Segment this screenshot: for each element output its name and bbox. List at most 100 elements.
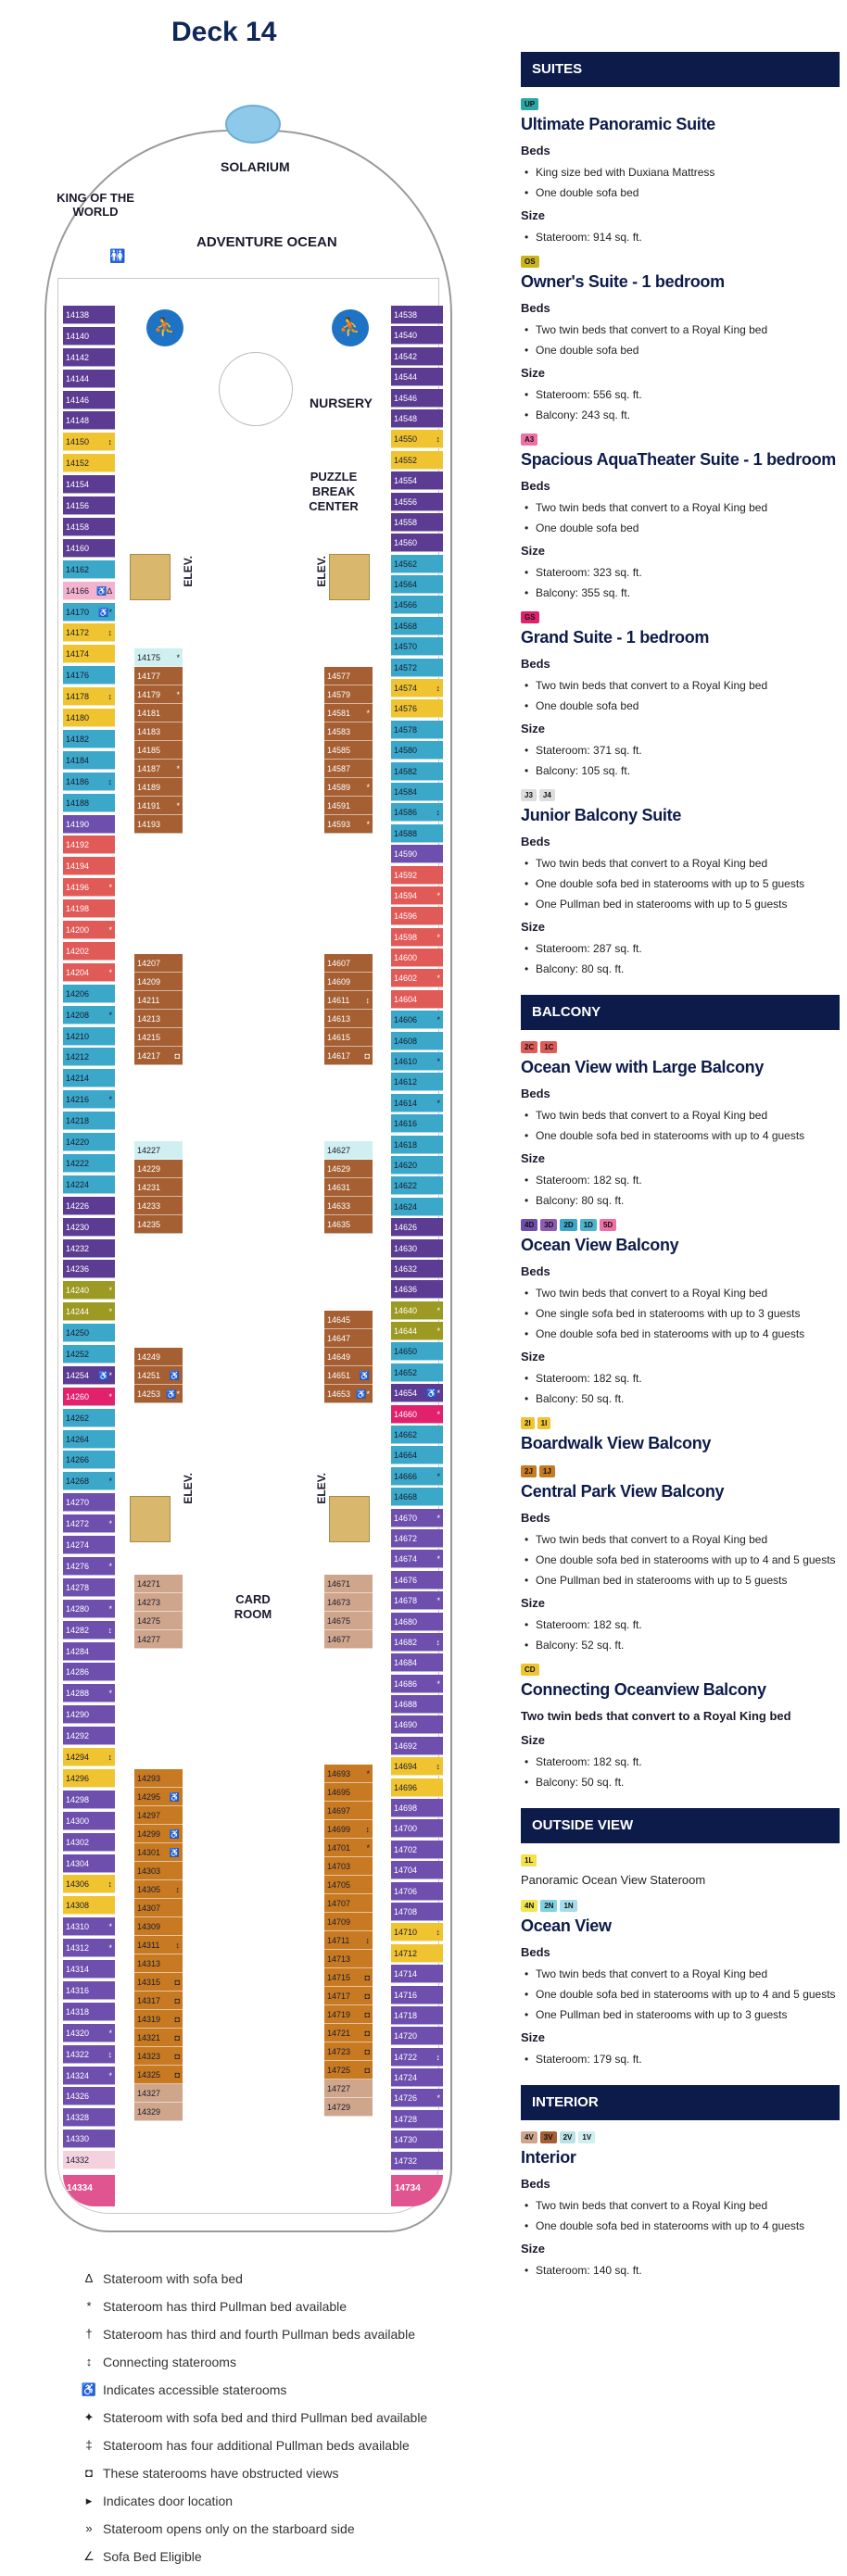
- stateroom-14322[interactable]: 14322↕: [63, 2044, 115, 2064]
- stateroom-14301[interactable]: 14301♿: [134, 1843, 183, 1862]
- stateroom-14602[interactable]: 14602*: [391, 969, 443, 988]
- stateroom-14212[interactable]: 14212: [63, 1048, 115, 1067]
- stateroom-14183[interactable]: 14183: [134, 723, 183, 741]
- stateroom-14215[interactable]: 14215: [134, 1028, 183, 1047]
- stateroom-14554[interactable]: 14554: [391, 471, 443, 491]
- stateroom-14596[interactable]: 14596: [391, 907, 443, 926]
- stateroom-14329[interactable]: 14329: [134, 2103, 183, 2121]
- stateroom-14675[interactable]: 14675: [324, 1612, 373, 1630]
- stateroom-14317[interactable]: 14317◘: [134, 1992, 183, 2010]
- stateroom-14729[interactable]: 14729: [324, 2098, 373, 2117]
- stateroom-14158[interactable]: 14158: [63, 517, 115, 536]
- stateroom-14293[interactable]: 14293: [134, 1769, 183, 1788]
- stateroom-14626[interactable]: 14626: [391, 1218, 443, 1238]
- stateroom-14292[interactable]: 14292: [63, 1727, 115, 1746]
- stateroom-14556[interactable]: 14556: [391, 492, 443, 511]
- stateroom-14142[interactable]: 14142: [63, 347, 115, 367]
- stateroom-14150[interactable]: 14150↕: [63, 433, 115, 452]
- stateroom-14253[interactable]: 14253♿*: [134, 1385, 183, 1403]
- stateroom-14209[interactable]: 14209: [134, 973, 183, 991]
- stateroom-14240[interactable]: 14240*: [63, 1281, 115, 1301]
- stateroom-14282[interactable]: 14282↕: [63, 1620, 115, 1640]
- stateroom-14175[interactable]: 14175*: [134, 648, 183, 667]
- stateroom-14306[interactable]: 14306↕: [63, 1875, 115, 1894]
- stateroom-14589[interactable]: 14589*: [324, 778, 373, 797]
- stateroom-14613[interactable]: 14613: [324, 1010, 373, 1028]
- stateroom-14707[interactable]: 14707: [324, 1894, 373, 1913]
- stateroom-14716[interactable]: 14716: [391, 1985, 443, 2004]
- stateroom-14706[interactable]: 14706: [391, 1881, 443, 1901]
- stateroom-14170[interactable]: 14170♿*: [63, 602, 115, 622]
- stateroom-14604[interactable]: 14604: [391, 989, 443, 1009]
- stateroom-14644[interactable]: 14644*: [391, 1322, 443, 1341]
- stateroom-14723[interactable]: 14723◘: [324, 2042, 373, 2061]
- stateroom-14231[interactable]: 14231: [134, 1178, 183, 1197]
- stateroom-14684[interactable]: 14684: [391, 1653, 443, 1673]
- stateroom-14191[interactable]: 14191*: [134, 797, 183, 815]
- stateroom-14606[interactable]: 14606*: [391, 1011, 443, 1030]
- stateroom-14204[interactable]: 14204*: [63, 962, 115, 982]
- stateroom-14271[interactable]: 14271: [134, 1575, 183, 1593]
- stateroom-14712[interactable]: 14712: [391, 1943, 443, 1963]
- stateroom-14585[interactable]: 14585: [324, 741, 373, 760]
- stateroom-14196[interactable]: 14196*: [63, 878, 115, 898]
- stateroom-14695[interactable]: 14695: [324, 1783, 373, 1802]
- stateroom-14719[interactable]: 14719◘: [324, 2005, 373, 2024]
- stateroom-14564[interactable]: 14564: [391, 575, 443, 595]
- stateroom-14300[interactable]: 14300: [63, 1811, 115, 1830]
- stateroom-14230[interactable]: 14230: [63, 1217, 115, 1237]
- stateroom-14664[interactable]: 14664: [391, 1446, 443, 1465]
- stateroom-14704[interactable]: 14704: [391, 1861, 443, 1880]
- stateroom-14180[interactable]: 14180: [63, 709, 115, 728]
- stateroom-14224[interactable]: 14224: [63, 1175, 115, 1194]
- stateroom-14615[interactable]: 14615: [324, 1028, 373, 1047]
- stateroom-14645[interactable]: 14645: [324, 1311, 373, 1329]
- stateroom-14622[interactable]: 14622: [391, 1176, 443, 1196]
- stateroom-14327[interactable]: 14327: [134, 2084, 183, 2103]
- stateroom-14138[interactable]: 14138: [63, 306, 115, 324]
- stateroom-14254[interactable]: 14254♿*: [63, 1365, 115, 1385]
- stateroom-14207[interactable]: 14207: [134, 954, 183, 973]
- stateroom-14156[interactable]: 14156: [63, 496, 115, 516]
- stateroom-14192[interactable]: 14192: [63, 836, 115, 855]
- stateroom-14177[interactable]: 14177: [134, 667, 183, 685]
- stateroom-14174[interactable]: 14174: [63, 645, 115, 664]
- stateroom-14236[interactable]: 14236: [63, 1260, 115, 1279]
- stateroom-14594[interactable]: 14594*: [391, 886, 443, 905]
- stateroom-14647[interactable]: 14647: [324, 1329, 373, 1348]
- stateroom-14728[interactable]: 14728: [391, 2109, 443, 2129]
- stateroom-14692[interactable]: 14692: [391, 1736, 443, 1755]
- stateroom-14288[interactable]: 14288*: [63, 1684, 115, 1703]
- stateroom-14146[interactable]: 14146: [63, 390, 115, 409]
- stateroom-14570[interactable]: 14570: [391, 637, 443, 657]
- stateroom-14187[interactable]: 14187*: [134, 760, 183, 778]
- stateroom-14172[interactable]: 14172↕: [63, 623, 115, 643]
- stateroom-14311[interactable]: 14311↕: [134, 1936, 183, 1954]
- stateroom-14222[interactable]: 14222: [63, 1153, 115, 1173]
- stateroom-14251[interactable]: 14251♿: [134, 1366, 183, 1385]
- stateroom-14540[interactable]: 14540: [391, 326, 443, 346]
- stateroom-14252[interactable]: 14252: [63, 1344, 115, 1363]
- stateroom-14280[interactable]: 14280*: [63, 1599, 115, 1618]
- stateroom-14188[interactable]: 14188: [63, 793, 115, 812]
- stateroom-14666[interactable]: 14666*: [391, 1466, 443, 1486]
- stateroom-14182[interactable]: 14182: [63, 729, 115, 748]
- stateroom-14616[interactable]: 14616: [391, 1114, 443, 1134]
- stateroom-14618[interactable]: 14618: [391, 1135, 443, 1154]
- stateroom-14308[interactable]: 14308: [63, 1896, 115, 1916]
- stateroom-14194[interactable]: 14194: [63, 857, 115, 876]
- stateroom-14548[interactable]: 14548: [391, 408, 443, 428]
- stateroom-14302[interactable]: 14302: [63, 1832, 115, 1852]
- stateroom-14582[interactable]: 14582: [391, 761, 443, 781]
- stateroom-14299[interactable]: 14299♿: [134, 1825, 183, 1843]
- stateroom-14217[interactable]: 14217◘: [134, 1047, 183, 1065]
- stateroom-14709[interactable]: 14709: [324, 1913, 373, 1931]
- stateroom-14727[interactable]: 14727: [324, 2080, 373, 2098]
- stateroom-14562[interactable]: 14562: [391, 554, 443, 573]
- stateroom-14722[interactable]: 14722↕: [391, 2047, 443, 2067]
- stateroom-14262[interactable]: 14262: [63, 1408, 115, 1427]
- stateroom-14250[interactable]: 14250: [63, 1324, 115, 1343]
- stateroom-14677[interactable]: 14677: [324, 1630, 373, 1649]
- stateroom-14574[interactable]: 14574↕: [391, 679, 443, 697]
- stateroom-14617[interactable]: 14617◘: [324, 1047, 373, 1065]
